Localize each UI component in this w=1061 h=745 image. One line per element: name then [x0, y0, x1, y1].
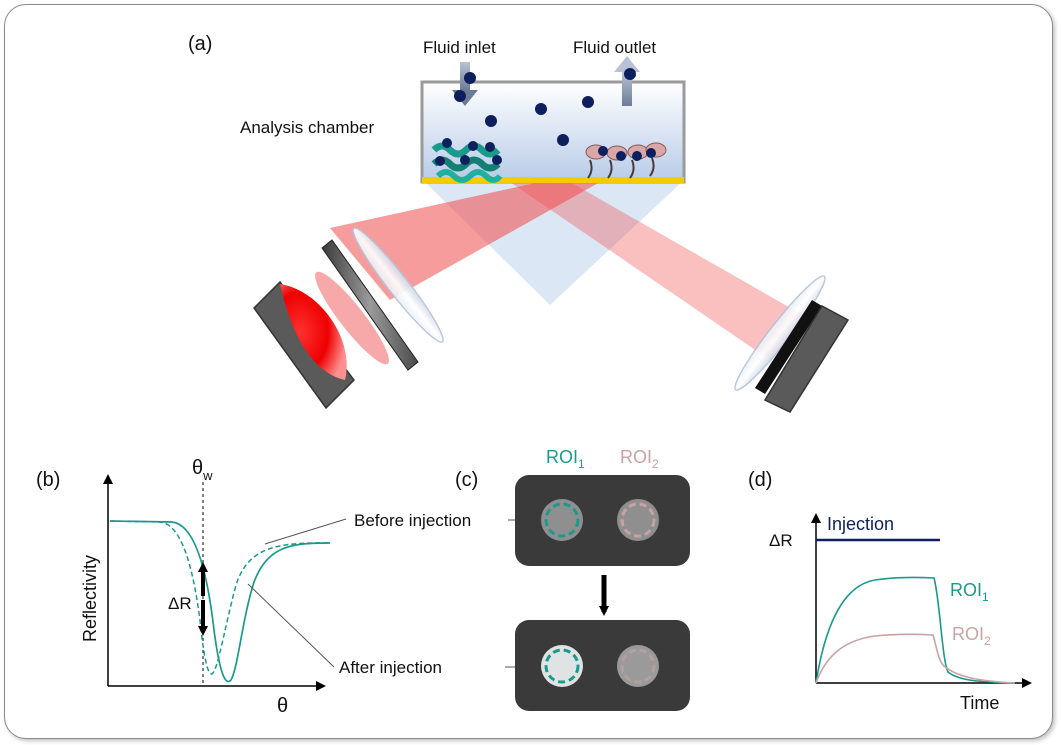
panel-a: (a) [188, 33, 850, 413]
b-theta-label: θ [277, 695, 288, 717]
before-injection-label: Before injection [354, 511, 471, 530]
d-time-label: Time [960, 693, 999, 713]
panel-d-label: (d) [748, 469, 772, 491]
fluid-inlet-label: Fluid inlet [423, 38, 496, 57]
particle-icon [485, 115, 497, 127]
light-source-icon [253, 271, 389, 410]
fluid-outlet-arrow-icon [614, 56, 640, 106]
particle-icon [582, 96, 594, 108]
panel-b: (b) θw ΔR Reflectivity θ Before injectio… [36, 457, 545, 717]
panel-c: (c) ROI1 ROI2 [455, 447, 690, 711]
roi1-response-curve [815, 576, 1016, 684]
lens-left-icon [352, 227, 444, 343]
before-injection-curve [109, 520, 331, 675]
panel-d: (d) ΔR Injection ROI1 ROI2 Time [748, 469, 1032, 713]
before-leader-line [264, 518, 347, 545]
after-injection-curve [109, 520, 331, 683]
after-sensor-image [515, 620, 690, 711]
detector-icon [755, 300, 850, 413]
panel-a-label: (a) [188, 33, 212, 55]
polarizer-icon [321, 239, 419, 371]
d-roi1-label: ROI1 [950, 580, 989, 604]
after-leader-line [247, 583, 335, 668]
particle-icon [464, 72, 476, 84]
theta-w-label: θw [192, 457, 213, 483]
particle-icon [624, 68, 636, 80]
reflected-laser-beam [510, 182, 808, 360]
panel-b-label: (b) [36, 469, 60, 491]
before-roi1-ring [544, 502, 580, 538]
after-roi1-ring [544, 648, 580, 684]
after-roi2-ring [620, 648, 656, 684]
c-roi1-label: ROI1 [546, 447, 585, 471]
d-roi2-label: ROI2 [952, 624, 991, 648]
before-roi2-ring [620, 502, 656, 538]
particle-icon [535, 103, 547, 115]
c-roi2-label: ROI2 [620, 447, 659, 471]
rose-protein-icon [585, 142, 667, 179]
b-delta-r-label: ΔR [168, 594, 192, 613]
gold-sensor-layer [422, 177, 684, 183]
before-sensor-image [515, 475, 690, 566]
analysis-chamber-label: Analysis chamber [240, 118, 375, 137]
roi2-response-curve [815, 633, 1016, 684]
reflectivity-label: Reflectivity [80, 555, 100, 642]
particle-icon [454, 90, 466, 102]
teal-protein-icon [431, 138, 503, 183]
fluid-outlet-label: Fluid outlet [573, 38, 656, 57]
panel-c-label: (c) [455, 469, 478, 491]
particle-icon [557, 134, 569, 146]
injection-label: Injection [827, 514, 894, 534]
analyte-particles [454, 68, 636, 146]
d-delta-r-label: ΔR [769, 531, 793, 550]
after-injection-label: After injection [339, 658, 442, 677]
